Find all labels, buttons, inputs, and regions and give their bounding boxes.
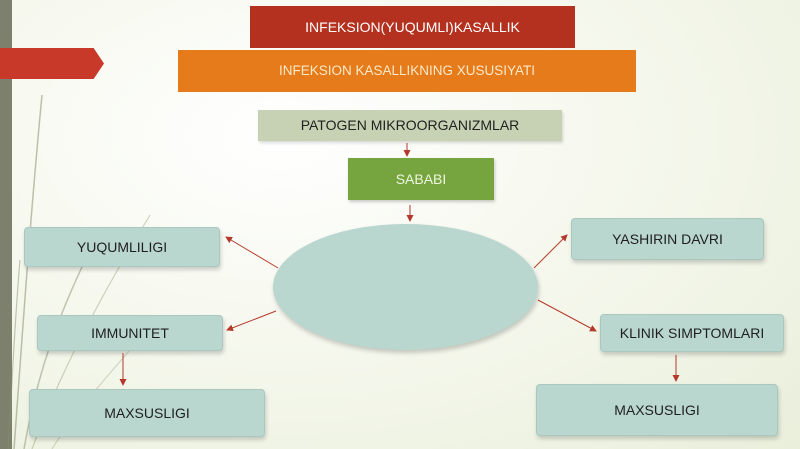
- diagram-title: INFEKSION(YUQUMLI)KASALLIK: [250, 6, 575, 48]
- arrow-to-contagiousness: [225, 236, 279, 269]
- cause-box: SABABI: [348, 158, 494, 200]
- side-stripe: [0, 0, 12, 449]
- node-contagiousness: YUQUMLILIGI: [24, 227, 220, 267]
- arrow-to-clinical-symptoms: [537, 299, 597, 332]
- node-latent-period: YASHIRIN DAVRI: [571, 218, 764, 260]
- arrow-to-immunity: [226, 310, 277, 332]
- node-immunity: IMMUNITET: [37, 315, 223, 351]
- center-ellipse: [273, 224, 538, 350]
- node-specificity-left: MAXSUSLIGI: [29, 389, 265, 437]
- diagram-subtitle: INFEKSION KASALLIKNING XUSUSIYATI: [178, 50, 636, 92]
- pathogen-box: PATOGEN MIKROORGANIZMLAR: [258, 110, 562, 141]
- node-specificity-right: MAXSUSLIGI: [536, 384, 778, 436]
- slide-tab-marker: [0, 48, 104, 79]
- arrow-to-latent-period: [533, 234, 568, 269]
- node-clinical-symptoms: KLINIK SIMPTOMLARI: [600, 314, 784, 352]
